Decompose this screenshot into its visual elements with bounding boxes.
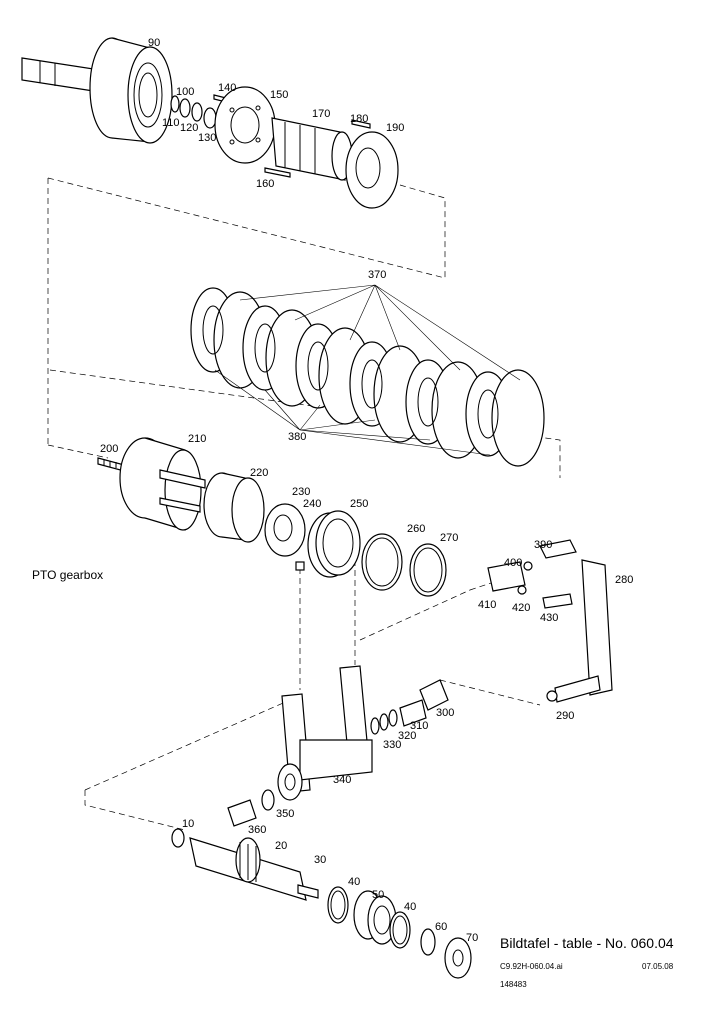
callout-30: 30: [314, 854, 326, 866]
callout-110: 110: [162, 117, 180, 129]
side-label: PTO gearbox: [32, 568, 104, 582]
callout-420: 420: [512, 602, 530, 614]
part-340-shift-fork: [277, 665, 373, 801]
callout-160: 160: [256, 178, 274, 190]
part-220-drum: [203, 472, 265, 543]
parts-100-130-rings: [170, 94, 227, 129]
callout-250: 250: [350, 498, 368, 510]
part-190-disc: [345, 131, 399, 209]
title-block-number: 148483: [500, 980, 527, 989]
parts-300-330-bolt-washers: [370, 679, 449, 735]
callout-150: 150: [270, 89, 288, 101]
parts-390-430-linkage: [487, 539, 613, 703]
part-150-plate: [214, 86, 276, 164]
parts-260-270-rings: [361, 533, 447, 597]
title-block-file: C9.92H-060.04.ai: [500, 962, 563, 971]
callout-310: 310: [410, 720, 428, 732]
part-10-bearing: [171, 828, 185, 848]
callout-220: 220: [250, 467, 268, 479]
callout-180: 180: [350, 113, 368, 125]
callout-190: 190: [386, 122, 404, 134]
callout-240: 240: [303, 498, 321, 510]
callout-200: 200: [100, 443, 118, 455]
callout-300: 300: [436, 707, 454, 719]
parts-350-360: [227, 789, 275, 827]
callout-340: 340: [333, 774, 351, 786]
callout-210: 210: [188, 433, 206, 445]
callout-400: 400: [504, 557, 522, 569]
part-230-disc: [264, 503, 306, 557]
callout-380: 380: [288, 431, 306, 443]
callout-370: 370: [368, 269, 386, 281]
callout-170: 170: [312, 108, 330, 120]
callout-430: 430: [540, 612, 558, 624]
callout-labels: 90 100 110 120 130 140 150 160 170 180 1…: [100, 37, 633, 944]
part-210-carrier: [119, 437, 206, 531]
callout-90: 90: [148, 37, 160, 49]
part-250-ring: [295, 510, 361, 578]
parts-40-70-bearing-rings: [327, 886, 472, 979]
callout-410: 410: [478, 599, 496, 611]
callout-230: 230: [292, 486, 310, 498]
callout-60: 60: [435, 921, 447, 933]
callout-350: 350: [276, 808, 294, 820]
callout-40b: 40: [404, 901, 416, 913]
callout-140: 140: [218, 82, 236, 94]
callout-390: 390: [534, 539, 552, 551]
part-90-clutch-housing: [21, 37, 173, 144]
callout-280: 280: [615, 574, 633, 586]
callout-100: 100: [176, 86, 194, 98]
callout-320: 320: [398, 730, 416, 742]
callout-20: 20: [275, 840, 287, 852]
callout-40: 40: [348, 876, 360, 888]
callout-360: 360: [248, 824, 266, 836]
callout-260: 260: [407, 523, 425, 535]
callout-330: 330: [383, 739, 401, 751]
callout-10: 10: [182, 818, 194, 830]
callout-290: 290: [556, 710, 574, 722]
callout-120: 120: [180, 122, 198, 134]
callout-50: 50: [372, 889, 384, 901]
part-170-hub: [264, 117, 371, 181]
callout-70: 70: [466, 932, 478, 944]
callout-130: 130: [198, 132, 216, 144]
title-block-date: 07.05.08: [642, 962, 674, 971]
callout-270: 270: [440, 532, 458, 544]
parts-370-380-clutch-plates: [190, 284, 545, 467]
part-20-shaft: [189, 837, 319, 901]
title-block-title: Bildtafel - table - No. 060.04: [500, 935, 674, 951]
